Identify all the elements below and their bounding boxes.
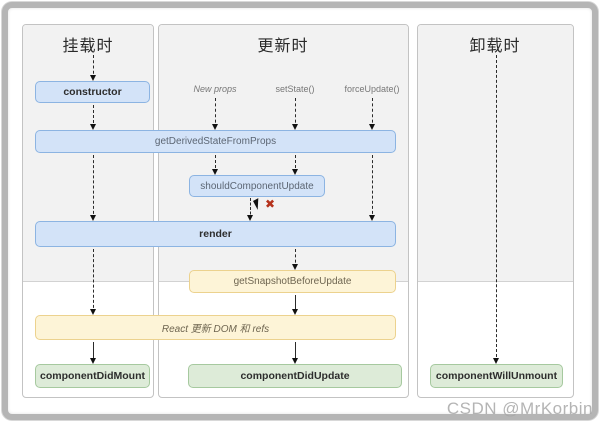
column-title-unmounting: 卸载时 — [469, 38, 521, 55]
node-constructor: constructor — [35, 81, 150, 103]
arrow-get-snapshot-to-react-update — [292, 295, 298, 315]
node-get-derived-state-from-props: getDerivedStateFromProps — [35, 130, 396, 153]
arrow-title-to-will-unmount — [493, 55, 499, 364]
arrow-get-derived-to-should-update-left — [212, 155, 218, 175]
node-component-did-update: componentDidUpdate — [188, 364, 402, 388]
arrow-force-update-to-get-derived — [369, 98, 375, 130]
arrow-render-to-react-update-mount — [90, 249, 96, 315]
arrow-constructor-to-get-derived — [90, 105, 96, 130]
node-get-snapshot-before-update: getSnapshotBeforeUpdate — [189, 270, 396, 293]
arrow-title-to-constructor — [90, 55, 96, 81]
trigger-force-update: forceUpdate() — [344, 84, 400, 94]
column-title-updating: 更新时 — [257, 38, 309, 55]
column-unmounting — [417, 24, 574, 398]
column-title-mounting: 挂载时 — [62, 38, 114, 55]
node-component-did-mount: componentDidMount — [35, 364, 150, 388]
arrow-react-update-to-did-update — [292, 342, 298, 364]
arrow-get-derived-to-render-mount — [90, 155, 96, 221]
node-component-will-unmount: componentWillUnmount — [430, 364, 563, 388]
arrow-should-update-to-render — [247, 198, 253, 221]
red-x-icon: ✖ — [265, 197, 276, 211]
node-render: render — [35, 221, 396, 247]
arrow-new-props-to-get-derived — [212, 98, 218, 130]
arrow-set-state-to-get-derived — [292, 98, 298, 130]
node-react-updates-dom-and-refs: React 更新 DOM 和 refs — [35, 315, 396, 340]
render-phase-background — [418, 25, 573, 282]
arrow-render-to-get-snapshot — [292, 249, 298, 270]
csdn-watermark: CSDN @MrKorbin — [446, 399, 593, 418]
trigger-set-state: setState() — [275, 84, 315, 94]
trigger-new-props: New props — [193, 84, 237, 94]
arrow-get-derived-to-should-update-right — [292, 155, 298, 175]
node-should-component-update: shouldComponentUpdate — [189, 175, 325, 197]
arrow-react-update-to-did-mount — [90, 342, 96, 364]
arrow-force-update-bypass-to-render — [369, 155, 375, 221]
